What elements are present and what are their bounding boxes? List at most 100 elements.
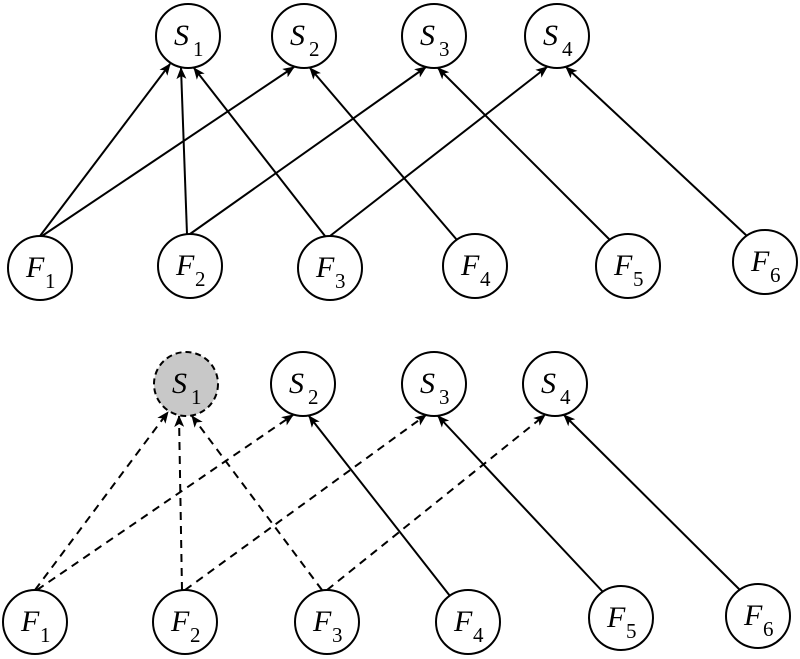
node-subscript: 3 — [332, 623, 343, 647]
node-circle — [588, 585, 654, 651]
node-subscript: 3 — [439, 37, 450, 61]
node-label: F — [453, 605, 473, 638]
node-circle — [157, 233, 223, 299]
failed-node-circle — [153, 351, 219, 417]
node-label: S — [290, 19, 305, 52]
node-circle — [152, 589, 218, 655]
node-subscript: 1 — [45, 269, 56, 293]
node-subscript: 4 — [562, 37, 573, 61]
node-circle — [524, 3, 590, 69]
edges — [34, 411, 741, 597]
node-label: F — [312, 605, 332, 638]
node-circle — [401, 351, 467, 417]
node-label: F — [175, 249, 195, 282]
node-circle — [435, 589, 501, 655]
node-circle — [2, 589, 68, 655]
node-circle — [271, 3, 337, 69]
node-label: F — [743, 599, 763, 632]
node-label: F — [613, 249, 633, 282]
node-circle — [294, 589, 360, 655]
node-circle — [155, 3, 221, 69]
node-subscript: 6 — [763, 617, 774, 641]
edge-f5-to-s3 — [437, 415, 604, 593]
node-circle — [7, 235, 73, 301]
edge-f6-to-s4 — [565, 66, 748, 237]
node-subscript: 6 — [770, 263, 781, 287]
node-subscript: 5 — [633, 267, 644, 291]
node-subscript: 2 — [190, 623, 201, 647]
node-subscript: 2 — [308, 385, 319, 409]
node-subscript: 2 — [195, 267, 206, 291]
node-circle — [522, 351, 588, 417]
edge-f4-to-s2 — [309, 67, 458, 241]
edge-f1-to-s1 — [39, 63, 171, 237]
node-subscript: 4 — [473, 623, 484, 647]
node-label: S — [541, 367, 556, 400]
node-subscript: 4 — [480, 267, 491, 291]
node-label: F — [606, 601, 626, 634]
node-label: S — [420, 19, 435, 52]
edge-f2-to-s3 — [189, 66, 427, 235]
node-label: S — [172, 367, 187, 400]
node-subscript: 3 — [439, 385, 450, 409]
node-label: F — [25, 251, 45, 284]
node-circle — [442, 233, 508, 299]
node-circle — [725, 583, 791, 649]
node-subscript: 1 — [193, 37, 204, 61]
edge-f2-to-s1 — [174, 415, 185, 591]
node-circle — [297, 235, 363, 301]
node-subscript: 4 — [560, 385, 571, 409]
node-circle — [270, 351, 336, 417]
edge-f3-to-s4 — [326, 414, 546, 591]
node-label: S — [289, 367, 304, 400]
node-label: S — [174, 19, 189, 52]
node-label: S — [543, 19, 558, 52]
edge-f5-to-s3 — [437, 67, 611, 241]
edge-f2-to-s3 — [184, 414, 427, 591]
edge-f1-to-s2 — [36, 414, 294, 591]
node-subscript: 1 — [191, 385, 202, 409]
edge-f3-to-s1 — [193, 67, 326, 237]
node-label: F — [315, 251, 335, 284]
node-label: F — [20, 605, 40, 638]
node-circle — [401, 3, 467, 69]
node-subscript: 3 — [335, 269, 346, 293]
edge-f3-to-s4 — [329, 66, 548, 237]
edge-f1-to-s2 — [41, 66, 295, 237]
edge-f1-to-s1 — [34, 411, 169, 591]
edges — [39, 63, 748, 241]
node-label: S — [420, 367, 435, 400]
edge-f6-to-s4 — [563, 414, 741, 591]
node-subscript: 2 — [309, 37, 320, 61]
node-label: F — [750, 245, 770, 278]
node-label: F — [170, 605, 190, 638]
node-circle — [732, 229, 798, 295]
edge-f4-to-s2 — [308, 415, 451, 597]
node-label: F — [460, 249, 480, 282]
edge-f3-to-s1 — [191, 415, 323, 591]
node-subscript: 1 — [40, 623, 51, 647]
